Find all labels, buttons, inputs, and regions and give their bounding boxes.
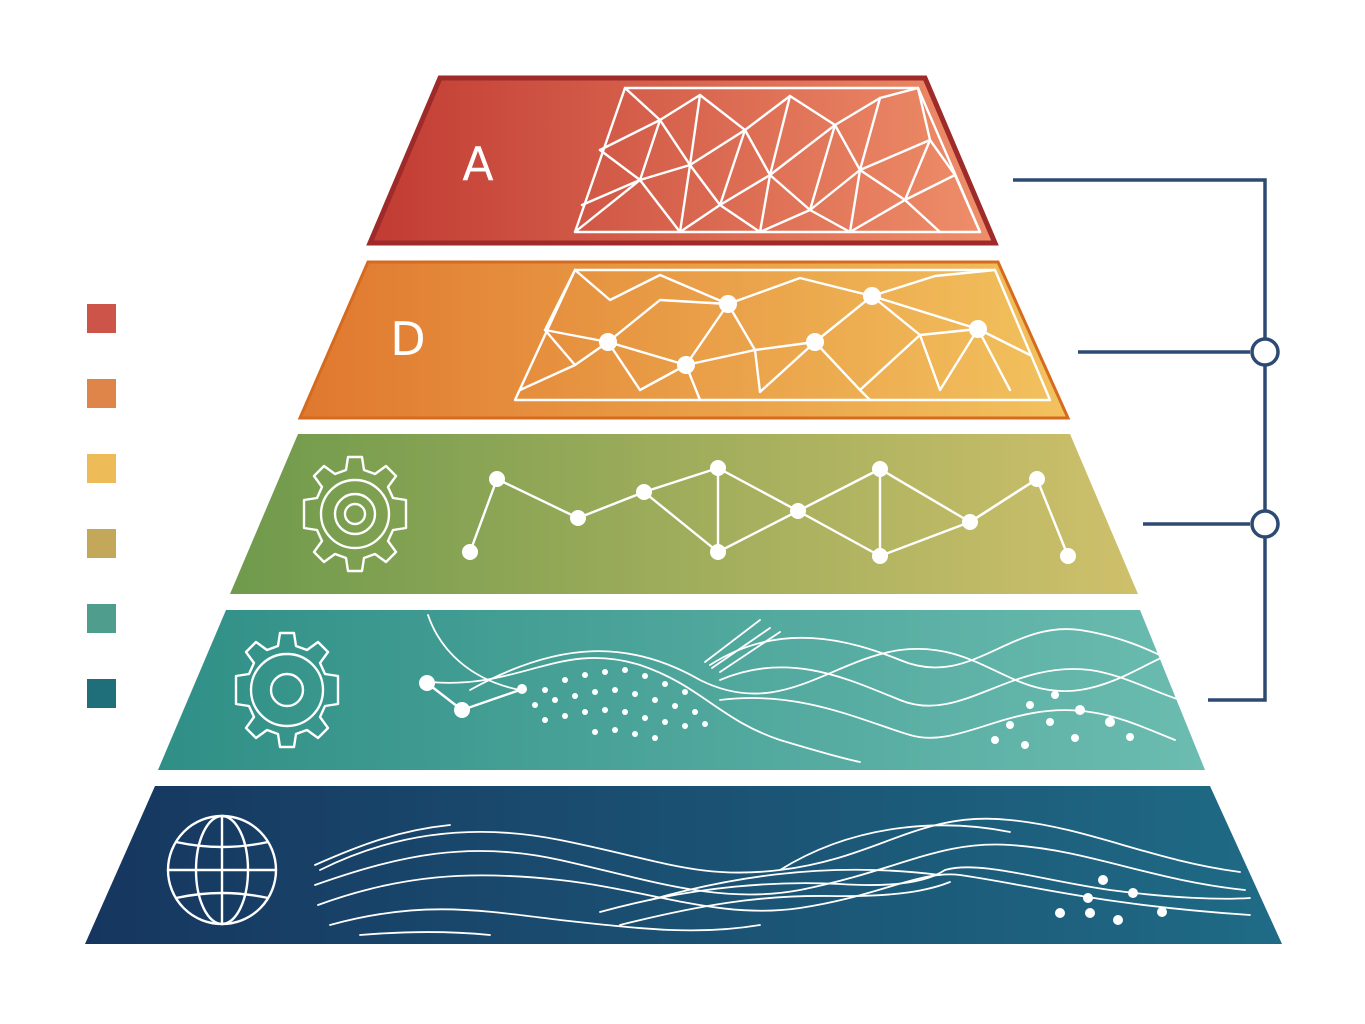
- network-node: [962, 514, 978, 530]
- layer-5-dots: [1055, 875, 1167, 925]
- layer-1-label: A: [462, 137, 494, 191]
- layer-4-dots: [532, 667, 1134, 749]
- layer-1: A: [366, 75, 999, 246]
- bracket-node-2: [1250, 509, 1280, 539]
- mesh-node: [599, 333, 617, 351]
- layer-3-band: [230, 434, 1138, 594]
- mesh-node: [969, 320, 987, 338]
- network-node: [570, 510, 586, 526]
- network-node: [636, 484, 652, 500]
- mesh-node: [677, 356, 695, 374]
- bracket-node-1: [1250, 337, 1280, 367]
- wave-node: [419, 675, 435, 691]
- network-node: [872, 461, 888, 477]
- legend-swatch-2: [87, 379, 116, 408]
- layer-5-waves: [314, 817, 1251, 936]
- layer-3: [230, 434, 1138, 594]
- layer-2-mesh-pattern: [513, 268, 1052, 402]
- network-node: [710, 460, 726, 476]
- layer-4-band: [158, 610, 1205, 770]
- layer-3-network: [462, 460, 1076, 564]
- legend-swatch-1: [87, 304, 116, 333]
- wave-node: [454, 702, 470, 718]
- layer-4-waves: [419, 614, 1181, 763]
- layer-2: D: [297, 260, 1071, 420]
- layer-2-nodes: [599, 287, 987, 374]
- mesh-node: [806, 333, 824, 351]
- bracket-top-arm: [1013, 178, 1267, 702]
- legend-swatch-5: [87, 604, 116, 633]
- network-node: [462, 544, 478, 560]
- mesh-node: [719, 295, 737, 313]
- network-node: [790, 503, 806, 519]
- layer-1-mesh-pattern: [573, 86, 982, 234]
- gear-icon: [302, 455, 408, 573]
- network-node: [1060, 548, 1076, 564]
- network-node: [489, 471, 505, 487]
- network-node: [710, 544, 726, 560]
- network-node: [872, 548, 888, 564]
- layer-5: [85, 786, 1282, 944]
- layer-1-band: [366, 75, 999, 246]
- network-node: [1029, 471, 1045, 487]
- gear-icon: [234, 631, 340, 749]
- globe-icon: [166, 814, 278, 926]
- legend: [87, 304, 116, 708]
- legend-swatch-4: [87, 529, 116, 558]
- legend-swatch-3: [87, 454, 116, 483]
- mesh-node: [863, 287, 881, 305]
- layer-4: [158, 610, 1205, 770]
- bracket-connector: [1013, 178, 1280, 702]
- layer-2-label: D: [390, 312, 425, 366]
- legend-swatch-6: [87, 679, 116, 708]
- wave-node: [517, 684, 527, 694]
- layer-5-band: [85, 786, 1282, 944]
